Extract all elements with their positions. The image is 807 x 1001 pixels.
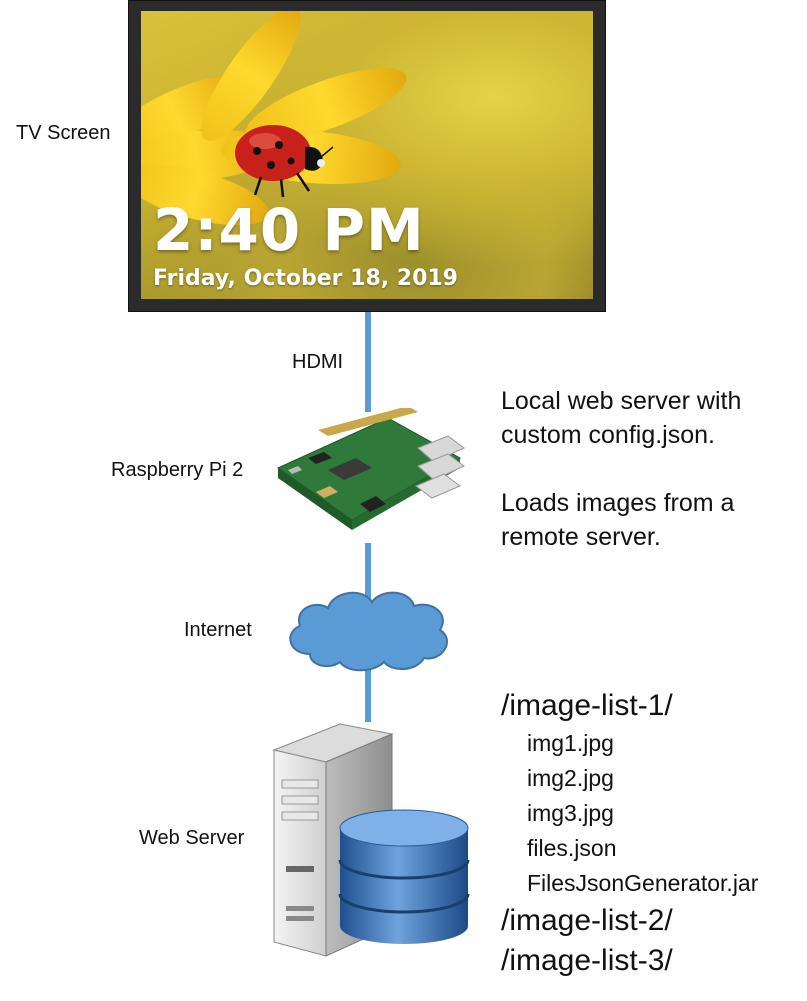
file-item: files.json xyxy=(527,835,617,861)
raspberry-pi-label: Raspberry Pi 2 xyxy=(111,459,244,481)
file-item: img3.jpg xyxy=(527,800,614,826)
note-line: Loads images from a xyxy=(501,489,735,517)
directory-image-list-3: /image-list-3/ xyxy=(501,944,673,977)
ladybug-image xyxy=(235,125,334,198)
web-server-icon xyxy=(272,723,470,957)
directory-contents: img1.jpg img2.jpg img3.jpg files.json Fi… xyxy=(501,726,758,901)
tv-screen-label: TV Screen xyxy=(16,122,111,144)
tv-display: 2:40 PM Friday, October 18, 2019 xyxy=(141,11,593,299)
note-line: custom config.json. xyxy=(501,421,715,449)
file-item: img1.jpg xyxy=(527,730,614,756)
network-cable-pi xyxy=(365,543,371,600)
remote-file-tree: /image-list-1/ img1.jpg img2.jpg img3.jp… xyxy=(501,686,758,981)
raspberry-pi-icon xyxy=(276,408,465,530)
file-item: FilesJsonGenerator.jar xyxy=(527,870,759,896)
file-item: img2.jpg xyxy=(527,765,614,791)
clock-time: 2:40 PM xyxy=(153,196,425,264)
hdmi-cable xyxy=(365,312,371,412)
hdmi-label: HDMI xyxy=(292,351,344,373)
note-spacer xyxy=(501,452,741,486)
internet-cloud-icon xyxy=(289,591,448,672)
note-line: remote server. xyxy=(501,523,661,551)
clock-date: Friday, October 18, 2019 xyxy=(153,266,458,291)
web-server-label: Web Server xyxy=(139,827,245,849)
tv-screen: 2:40 PM Friday, October 18, 2019 xyxy=(128,0,606,312)
network-cable-server xyxy=(365,670,371,722)
directory-image-list-1: /image-list-1/ xyxy=(501,689,673,722)
pi-description: Local web server with custom config.json… xyxy=(501,384,741,554)
directory-image-list-2: /image-list-2/ xyxy=(501,904,673,937)
note-line: Local web server with xyxy=(501,387,742,415)
internet-label: Internet xyxy=(184,619,252,641)
